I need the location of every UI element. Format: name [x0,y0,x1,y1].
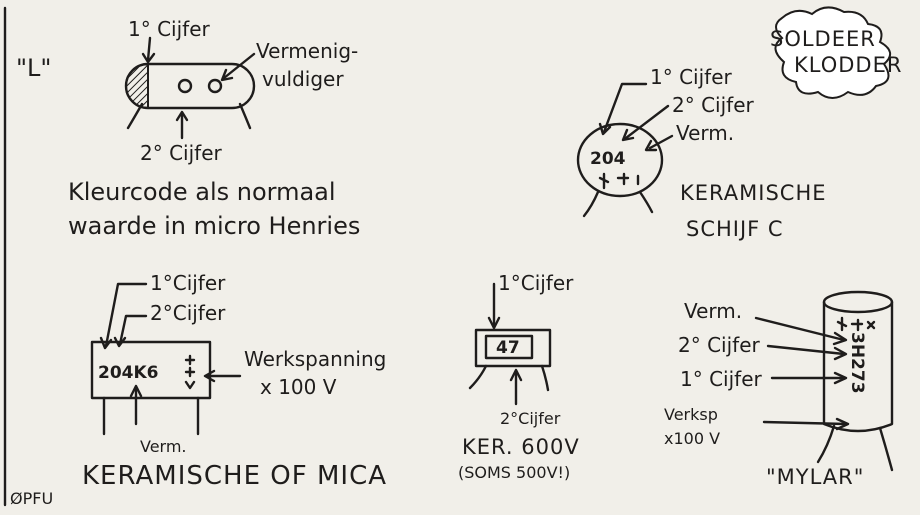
mylar-top-cap [824,292,892,312]
mylar-figure: 3H273 Verm. 2° Cijfer 1° Cijfer Verksp x… [664,292,892,489]
ker600-leg-left [470,366,486,388]
mylar-voltage-label-2: x100 V [664,429,720,448]
ker600-digit1-label: 1°Cijfer [498,271,574,295]
ker600-title-line2: (SOMS 500V!) [458,463,570,482]
ker600-digit2-label: 2°Cijfer [500,409,561,428]
inductor-leg-right [240,104,250,128]
mylar-title: "MYLAR" [766,465,864,489]
solder-label-line1: SOLDEER [770,27,876,51]
inductor-dot-1 [179,80,191,92]
inductor-leg-left [128,104,142,128]
disc-digit1-label: 1° Cijfer [650,65,733,89]
solder-blob-figure: SOLDEER KLODDER [770,7,902,98]
mylar-scribble-mark [838,318,874,330]
disc-title-line1: KERAMISCHE [680,181,827,205]
inductor-multiplier-label-1: Vermenig- [256,39,358,63]
inductor-hatched-end [126,64,148,108]
mylar-digit1-label: 1° Cijfer [680,367,763,391]
solder-label-line2: KLODDER [794,53,902,77]
disc-digit2-label: 2° Cijfer [672,93,755,117]
disc-leg-right [640,192,652,212]
ker600-code: 47 [496,338,520,358]
ker600-leg-right [542,366,548,390]
ceramic-mica-figure: 1°Cijfer 2°Cijfer 204K6 Werkspanning x 1… [82,271,387,491]
inductor-dot-2 [209,80,221,92]
inductor-multiplier-label-2: vuldiger [262,67,344,91]
inductor-note-line1: Kleurcode als normaal [68,178,336,206]
inductor-figure: "L" 1° Cijfer Vermenig- vuldiger 2° Cijf… [16,17,360,240]
mylar-code: 3H273 [847,332,867,394]
disc-code: 204 [590,149,626,169]
disc-leg-left [584,192,598,216]
mylar-voltage-arrow [764,422,846,424]
mica-voltage-label-2: x 100 V [260,375,337,399]
ker600-title-line1: KER. 600V [462,435,580,459]
mica-title: KERAMISCHE OF MICA [82,461,387,491]
mica-voltage-label-1: Werkspanning [244,347,386,371]
inductor-digit2-label: 2° Cijfer [140,141,223,165]
mica-code: 204K6 [98,363,159,383]
mylar-digit2-arrow [768,346,844,354]
mylar-voltage-label-1: Verksp [664,405,718,424]
mica-digit1-label: 1°Cijfer [150,271,226,295]
disc-multiplier-label: Verm. [676,121,734,145]
mylar-multiplier-label: Verm. [684,299,742,323]
corner-mark: ØPFU [10,489,53,508]
mica-scribble-mark [186,356,194,388]
ceramic-600v-figure: 1°Cijfer 47 2°Cijfer KER. 600V (SOMS 500… [458,271,580,482]
disc-title-line2: SCHIJF C [686,217,784,241]
mylar-digit2-label: 2° Cijfer [678,333,761,357]
inductor-note-line2: waarde in micro Henries [68,212,360,240]
mica-multiplier-label: Verm. [140,437,187,456]
mica-digit2-label: 2°Cijfer [150,301,226,325]
inductor-digit1-arrow [148,38,150,60]
ceramic-disc-figure: 1° Cijfer 2° Cijfer Verm. 204 KERAMISCHE… [578,65,827,241]
mylar-leg-left [818,426,834,462]
inductor-digit1-label: 1° Cijfer [128,17,211,41]
inductor-mark: "L" [16,54,51,82]
mylar-leg-right [880,428,892,470]
disc-scribble-mark [600,174,638,188]
mylar-multiplier-arrow [756,318,844,340]
